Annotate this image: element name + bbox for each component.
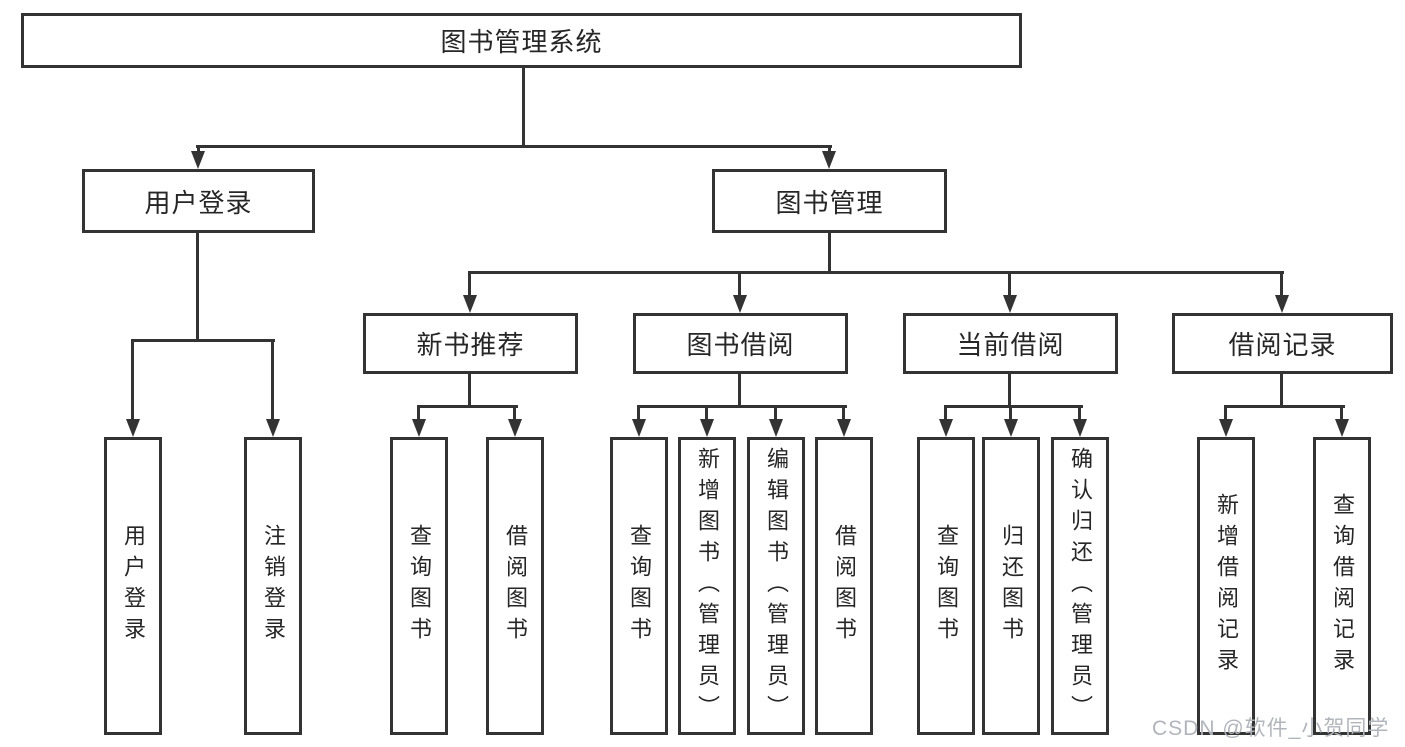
leaf-query-books-borrowing-label: 查询图书 [627, 524, 652, 648]
connector-book-management-stem [828, 233, 831, 272]
connector-current-rail [944, 405, 1083, 408]
arrowhead-borrow-books [837, 419, 851, 437]
leaf-borrow-books-label: 借阅图书 [832, 524, 857, 648]
node-user-login: 用户登录 [82, 169, 315, 233]
connector-records-stem [1280, 374, 1283, 406]
connector-borrowing-stem [738, 374, 741, 406]
leaf-return-books-label: 归还图书 [999, 524, 1024, 648]
leaf-add-books-admin-label: 新增图书（管理员） [695, 446, 720, 726]
leaf-query-borrow-record: 查询借阅记录 [1313, 437, 1371, 735]
leaf-confirm-return-admin: 确认归还（管理员） [1051, 437, 1109, 735]
connector-level3-rail [468, 271, 1284, 274]
node-library-system-label: 图书管理系统 [440, 27, 603, 57]
connector-borrowing-leaf1-drop [637, 406, 640, 422]
node-book-borrowing-label: 图书借阅 [686, 330, 795, 360]
node-book-borrowing: 图书借阅 [633, 313, 848, 374]
leaf-query-books-recommend: 查询图书 [390, 437, 448, 735]
connector-current-leaf2-drop [1009, 406, 1012, 422]
leaf-borrow-books-recommend: 借阅图书 [486, 437, 544, 735]
node-new-book-recommend: 新书推荐 [363, 313, 578, 374]
leaf-user-login: 用户登录 [104, 437, 162, 735]
connector-borrowing-leaf2-drop [705, 406, 708, 422]
leaf-add-borrow-record-label: 新增借阅记录 [1214, 493, 1239, 679]
connector-level2-rail [196, 145, 832, 148]
leaf-query-books-recommend-label: 查询图书 [407, 524, 432, 648]
arrowhead-query-books-current [939, 419, 953, 437]
leaf-return-books: 归还图书 [982, 437, 1040, 735]
node-book-management: 图书管理 [712, 169, 947, 233]
arrowhead-leaf-user-login [126, 419, 140, 437]
connector-records-rail [1224, 405, 1345, 408]
arrowhead-borrow-books-recommend [508, 419, 522, 437]
arrowhead-return-books [1004, 419, 1018, 437]
connector-user-login-rail [131, 339, 275, 342]
connector-root-stem [522, 68, 525, 146]
leaf-logout: 注销登录 [244, 437, 302, 735]
connector-leaf-user-login-drop [131, 340, 134, 422]
leaf-logout-label: 注销登录 [261, 524, 286, 648]
csdn-watermark: CSDN @软件_小贺同学 [1152, 717, 1390, 740]
connector-current-leaf3-drop [1078, 406, 1081, 422]
node-current-borrowing: 当前借阅 [903, 313, 1118, 374]
connector-recommend-rail [417, 405, 518, 408]
leaf-borrow-books-recommend-label: 借阅图书 [503, 524, 528, 648]
arrowhead-current-borrowing [1003, 295, 1017, 313]
node-user-login-label: 用户登录 [144, 187, 253, 218]
node-new-book-recommend-label: 新书推荐 [416, 330, 525, 360]
arrowhead-add-borrow-record [1219, 419, 1233, 437]
arrowhead-add-books-admin [700, 419, 714, 437]
arrowhead-confirm-return-admin [1073, 419, 1087, 437]
leaf-query-borrow-record-label: 查询借阅记录 [1330, 493, 1355, 679]
leaf-query-books-borrowing: 查询图书 [610, 437, 668, 735]
arrowhead-leaf-logout [266, 419, 280, 437]
connector-borrowing-rail [637, 405, 847, 408]
connector-recommend-leaf1-drop [417, 406, 420, 422]
node-borrowing-records: 借阅记录 [1172, 313, 1393, 374]
connector-borrowing-leaf3-drop [774, 406, 777, 422]
connector-records-leaf2-drop [1340, 406, 1343, 422]
arrowhead-book-management [822, 151, 836, 169]
arrowhead-edit-books-admin [769, 419, 783, 437]
connector-recommend-stem [468, 374, 471, 406]
leaf-add-books-admin: 新增图书（管理员） [678, 437, 736, 735]
leaf-add-borrow-record: 新增借阅记录 [1197, 437, 1255, 735]
node-book-management-label: 图书管理 [775, 187, 884, 218]
leaf-query-books-current-label: 查询图书 [934, 524, 959, 648]
node-current-borrowing-label: 当前借阅 [956, 330, 1065, 360]
arrowhead-query-books-borrowing [632, 419, 646, 437]
connector-current-leaf1-drop [944, 406, 947, 422]
leaf-user-login-label: 用户登录 [121, 524, 146, 648]
leaf-borrow-books: 借阅图书 [815, 437, 873, 735]
leaf-edit-books-admin-label: 编辑图书（管理员） [764, 446, 789, 726]
connector-records-leaf1-drop [1224, 406, 1227, 422]
connector-current-borrowing-drop [1008, 272, 1011, 298]
connector-leaf-logout-drop [271, 340, 274, 422]
connector-recommend-leaf2-drop [513, 406, 516, 422]
arrowhead-book-borrowing [733, 295, 747, 313]
leaf-confirm-return-admin-label: 确认归还（管理员） [1068, 446, 1093, 726]
node-library-system: 图书管理系统 [21, 13, 1022, 68]
connector-user-login-stem [196, 233, 199, 340]
connector-book-borrowing-drop [738, 272, 741, 298]
connector-new-book-recommend-drop [468, 272, 471, 298]
arrowhead-user-login [191, 151, 205, 169]
arrowhead-query-books-recommend [412, 419, 426, 437]
arrowhead-query-borrow-record [1335, 419, 1349, 437]
arrowhead-new-book-recommend [463, 295, 477, 313]
leaf-edit-books-admin: 编辑图书（管理员） [747, 437, 805, 735]
connector-borrowing-leaf4-drop [842, 406, 845, 422]
leaf-query-books-current: 查询图书 [917, 437, 975, 735]
connector-borrowing-records-drop [1280, 272, 1283, 298]
connector-current-stem [1008, 374, 1011, 406]
arrowhead-borrowing-records [1275, 295, 1289, 313]
node-borrowing-records-label: 借阅记录 [1228, 330, 1337, 360]
